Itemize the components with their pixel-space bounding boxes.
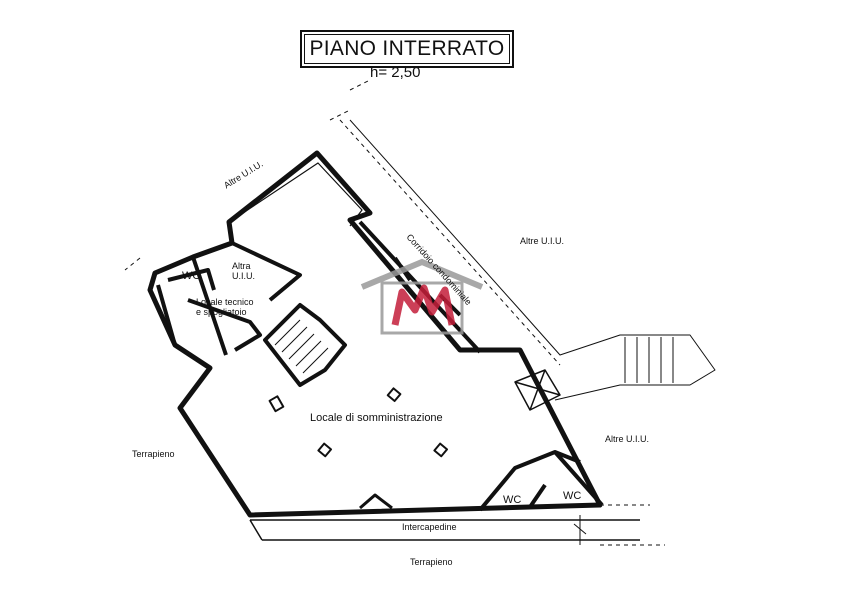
room-wc-left: WC — [182, 270, 201, 282]
columns — [268, 387, 449, 458]
page-title: PIANO INTERRATO — [309, 37, 505, 60]
room-wc-bottom-2: WC — [563, 490, 582, 502]
partition-tech — [156, 268, 262, 352]
height-label: h= 2,50 — [370, 64, 421, 81]
terrapieno-bottom: Terrapieno — [410, 557, 453, 567]
logo-watermark — [360, 258, 484, 335]
intercapedine-label: Intercapedine — [402, 522, 457, 532]
inner-wall-line — [236, 162, 363, 227]
bottom-notch — [359, 493, 393, 510]
title-box: PIANO INTERRATO — [300, 30, 514, 68]
stair-steps — [274, 319, 329, 374]
room-wc-bottom-1: WC — [503, 494, 522, 506]
terrapieno-left: Terrapieno — [132, 449, 175, 459]
stair-walls — [263, 303, 347, 387]
intercapedine-lines — [249, 519, 640, 541]
room-other-unit: Altra U.I.U. — [232, 261, 256, 282]
surrounding-lines — [124, 79, 665, 546]
other-units-right-top: Altre U.I.U. — [520, 236, 565, 246]
elevator — [514, 369, 561, 411]
outer-wall — [147, 150, 603, 518]
room-tech: Locale tecnico e spogliatoio — [196, 297, 254, 318]
room-main-hall: Locale di somministrazione — [310, 412, 443, 424]
surrounding-building — [349, 119, 716, 401]
wc-walls — [478, 450, 604, 512]
other-units-right: Altre U.I.U. — [605, 434, 650, 444]
external-stair — [624, 337, 674, 383]
dim-mark — [573, 515, 587, 545]
